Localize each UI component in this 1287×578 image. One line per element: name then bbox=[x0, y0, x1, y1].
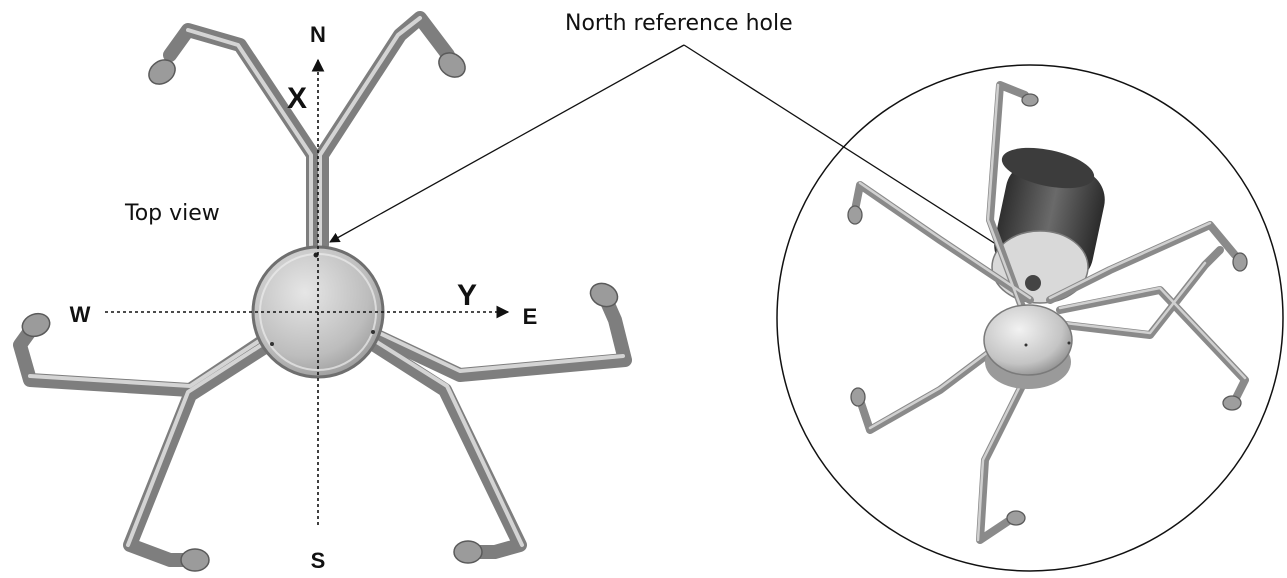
perspective-arms bbox=[851, 81, 1249, 544]
west-label: W bbox=[70, 302, 91, 327]
callout-label: North reference hole bbox=[565, 11, 793, 36]
north-label: N bbox=[310, 22, 326, 47]
axis-lines bbox=[105, 58, 510, 525]
sensor-cylinder bbox=[991, 147, 1105, 304]
view-label: Top view bbox=[124, 201, 220, 226]
perspective-hub bbox=[983, 304, 1073, 389]
sensor-tubes bbox=[13, 11, 632, 567]
perspective-view bbox=[776, 64, 1284, 572]
y-axis-label: Y bbox=[457, 279, 477, 312]
east-label: E bbox=[523, 304, 538, 329]
top-view-sensor bbox=[13, 11, 632, 572]
callout-leader-lines bbox=[329, 44, 1025, 263]
perspective-cups bbox=[847, 93, 1248, 526]
detail-circle bbox=[776, 64, 1284, 572]
sensor-cups bbox=[21, 52, 619, 572]
x-axis-label: X bbox=[287, 82, 307, 115]
south-label: S bbox=[311, 548, 326, 573]
